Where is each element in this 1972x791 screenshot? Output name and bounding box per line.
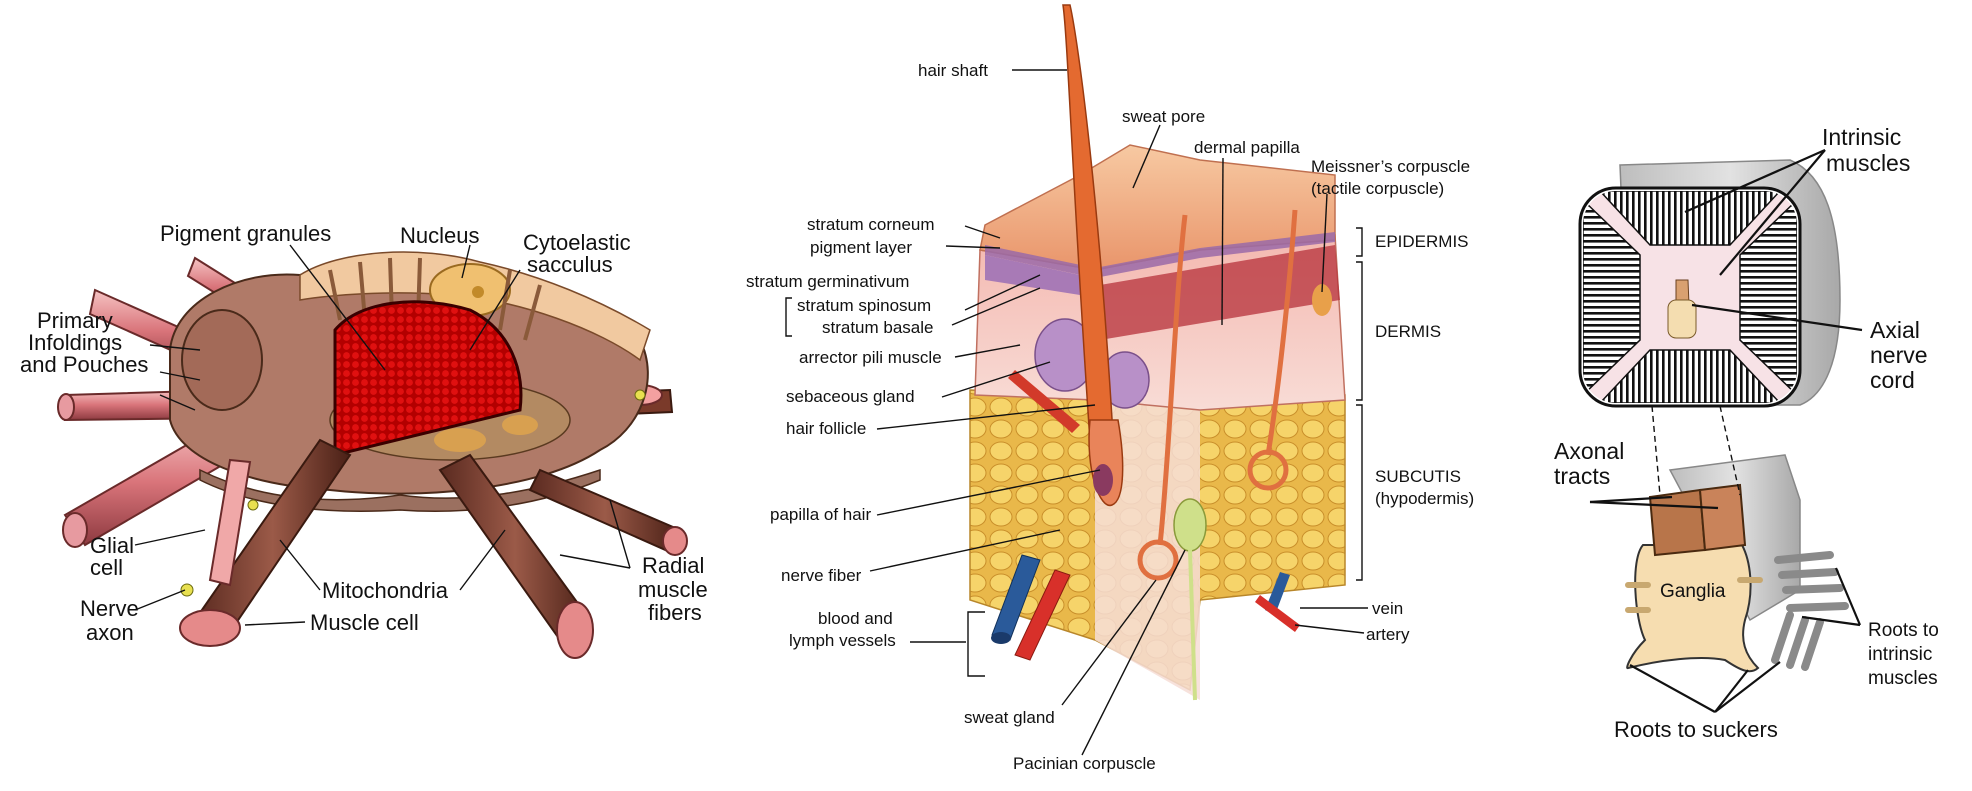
label-sebaceous-gland: sebaceous gland <box>786 387 915 406</box>
label-blood-2: lymph vessels <box>789 631 896 650</box>
label-intrinsic-1: Intrinsic <box>1822 124 1901 150</box>
chromatophore-labels: Pigment granules Nucleus Cytoelastic sac… <box>20 221 708 645</box>
arm-labels: Intrinsic muscles Axial nerve cord Axona… <box>1554 124 1939 742</box>
label-roots-suckers: Roots to suckers <box>1614 717 1778 742</box>
label-axial-3: cord <box>1870 367 1915 393</box>
label-subcutis-2: (hypodermis) <box>1375 489 1474 508</box>
label-nerve-fiber: nerve fiber <box>781 566 862 585</box>
arm-panel: Intrinsic muscles Axial nerve cord Axona… <box>1554 124 1939 742</box>
label-nerve-1: Nerve <box>80 596 139 621</box>
label-muscle-cell: Muscle cell <box>310 610 419 635</box>
chromatophore-leaders <box>134 244 631 626</box>
connector-dashed-right <box>1719 405 1741 496</box>
label-roots-intrinsic-3: muscles <box>1868 668 1938 689</box>
skin-labels: hair shaft sweat pore dermal papilla Mei… <box>746 61 1474 773</box>
skin-leaders <box>869 69 1368 756</box>
layer-brackets <box>785 227 1363 677</box>
label-sweat-pore: sweat pore <box>1122 107 1205 126</box>
label-nucleus: Nucleus <box>400 223 479 248</box>
connector-dashed-left <box>1651 405 1661 496</box>
label-primary-2: Infoldings <box>28 330 122 355</box>
label-roots-intrinsic-2: intrinsic <box>1868 644 1932 665</box>
label-radial-3: fibers <box>648 600 702 625</box>
label-axial-2: nerve <box>1870 342 1928 368</box>
label-meissner-1: Meissner’s corpuscle <box>1311 157 1470 176</box>
label-vein: vein <box>1372 599 1403 618</box>
label-radial-1: Radial <box>642 553 704 578</box>
label-subcutis-1: SUBCUTIS <box>1375 467 1461 486</box>
label-pigment-layer: pigment layer <box>810 238 912 257</box>
label-sweat-gland: sweat gland <box>964 708 1055 727</box>
label-intrinsic-2: muscles <box>1826 150 1910 176</box>
label-mitochondria: Mitochondria <box>322 578 449 603</box>
label-glial-1: Glial <box>90 533 134 558</box>
label-ganglia: Ganglia <box>1660 581 1726 602</box>
label-axonal-1: Axonal <box>1554 438 1624 464</box>
label-radial-2: muscle <box>638 577 708 602</box>
label-cytoelastic-1: Cytoelastic <box>523 230 631 255</box>
arm-ganglia-drawing <box>1625 454 1849 673</box>
label-epidermis: EPIDERMIS <box>1375 232 1469 251</box>
label-stratum-corneum: stratum corneum <box>807 215 935 234</box>
pigment-sacculus-drawing <box>333 300 523 457</box>
label-axonal-2: tracts <box>1554 463 1610 489</box>
label-blood-1: blood and <box>818 609 893 628</box>
label-arrector-pili: arrector pili muscle <box>799 348 942 367</box>
skin-block-drawing <box>969 4 1346 701</box>
label-cytoelastic-2: sacculus <box>527 252 613 277</box>
label-dermal-papilla: dermal papilla <box>1194 138 1300 157</box>
arm-cross-section-drawing <box>1578 159 1841 408</box>
label-dermis: DERMIS <box>1375 322 1441 341</box>
label-pigment-granules: Pigment granules <box>160 221 331 246</box>
label-pacinian: Pacinian corpuscle <box>1013 754 1156 773</box>
label-primary-1: Primary <box>37 308 113 333</box>
skin-panel: hair shaft sweat pore dermal papilla Mei… <box>746 4 1474 773</box>
label-meissner-2: (tactile corpuscle) <box>1311 179 1444 198</box>
label-stratum-spinosum: stratum spinosum <box>797 296 931 315</box>
label-hair-follicle: hair follicle <box>786 419 866 438</box>
arm-leaders <box>1589 148 1863 713</box>
label-primary-3: and Pouches <box>20 352 148 377</box>
label-artery: artery <box>1366 625 1410 644</box>
label-glial-2: cell <box>90 555 123 580</box>
label-stratum-germinativum: stratum germinativum <box>746 272 909 291</box>
chromatophore-panel: Pigment granules Nucleus Cytoelastic sac… <box>20 221 708 659</box>
label-roots-intrinsic-1: Roots to <box>1868 620 1939 641</box>
label-papilla-of-hair: papilla of hair <box>770 505 871 524</box>
front-muscle-tubes-drawing <box>179 389 688 659</box>
label-stratum-basale: stratum basale <box>822 318 934 337</box>
label-axial-1: Axial <box>1870 317 1920 343</box>
label-hair-shaft: hair shaft <box>918 61 988 80</box>
label-nerve-2: axon <box>86 620 134 645</box>
